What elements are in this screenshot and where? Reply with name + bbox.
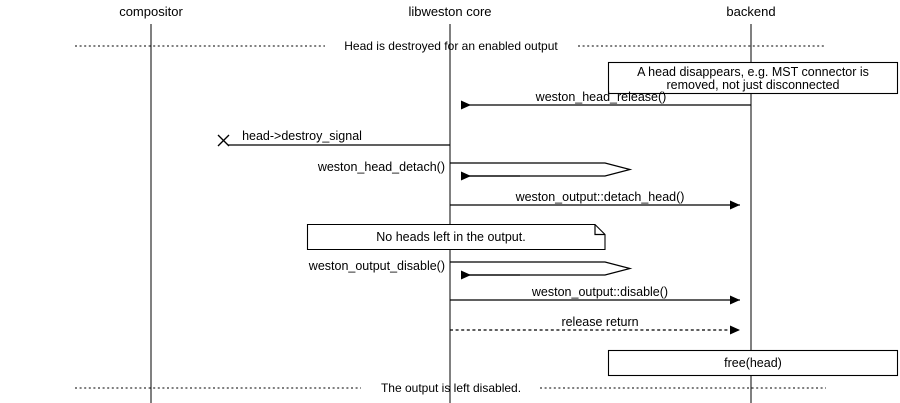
note-free-head: free(head) bbox=[607, 349, 899, 377]
note-no-heads-left-box bbox=[306, 223, 606, 251]
lifeline-compositor: compositor bbox=[119, 4, 183, 403]
message-weston-output-detach-head: weston_output::detach_head() bbox=[450, 190, 740, 210]
message-weston-head-release-label: weston_head_release() bbox=[535, 90, 667, 104]
message-weston-head-release: weston_head_release() bbox=[461, 90, 751, 110]
divider-top-label: Head is destroyed for an enabled output bbox=[344, 39, 558, 53]
message-release-return-label: release return bbox=[561, 315, 638, 329]
note-no-heads-left: No heads left in the output. bbox=[306, 223, 606, 251]
divider-top: Head is destroyed for an enabled output bbox=[75, 39, 826, 53]
lifeline-label-compositor: compositor bbox=[119, 4, 183, 19]
message-weston-head-detach-loop bbox=[450, 162, 633, 177]
message-weston-head-detach: weston_head_detach() bbox=[317, 160, 633, 181]
message-weston-output-disable: weston_output::disable() bbox=[450, 285, 740, 305]
lifeline-label-libweston-core: libweston core bbox=[408, 4, 491, 19]
note-mst-connector-line-2: removed, not just disconnected bbox=[666, 78, 839, 92]
note-no-heads-left-text: No heads left in the output. bbox=[376, 230, 525, 244]
lifeline-label-backend: backend bbox=[726, 4, 775, 19]
divider-bottom: The output is left disabled. bbox=[75, 381, 826, 395]
note-free-head-box bbox=[607, 349, 899, 377]
note-free-head-text: free(head) bbox=[724, 356, 782, 370]
message-weston-output-disable-call: weston_output_disable() bbox=[308, 259, 633, 280]
note-no-heads-left-fold-icon bbox=[594, 224, 605, 236]
divider-bottom-label: The output is left disabled. bbox=[381, 381, 521, 395]
note-mst-connector-box bbox=[607, 61, 899, 95]
message-release-return: release return bbox=[450, 315, 740, 335]
message-weston-head-detach-label: weston_head_detach() bbox=[317, 160, 445, 174]
message-weston-output-detach-head-label: weston_output::detach_head() bbox=[515, 190, 685, 204]
message-head-destroy-signal: head->destroy_signal bbox=[217, 129, 450, 147]
message-weston-output-disable-call-loop bbox=[450, 261, 633, 276]
message-weston-output-disable-call-label: weston_output_disable() bbox=[308, 259, 445, 273]
note-mst-connector: A head disappears, e.g. MST connector is… bbox=[607, 61, 899, 95]
message-head-destroy-signal-label: head->destroy_signal bbox=[242, 129, 362, 143]
lost-message-x-icon-stroke-2 bbox=[217, 134, 230, 147]
lifeline-libweston-core: libweston core bbox=[408, 4, 492, 403]
message-weston-output-disable-label: weston_output::disable() bbox=[531, 285, 668, 299]
note-mst-connector-line-1: A head disappears, e.g. MST connector is bbox=[637, 65, 869, 79]
